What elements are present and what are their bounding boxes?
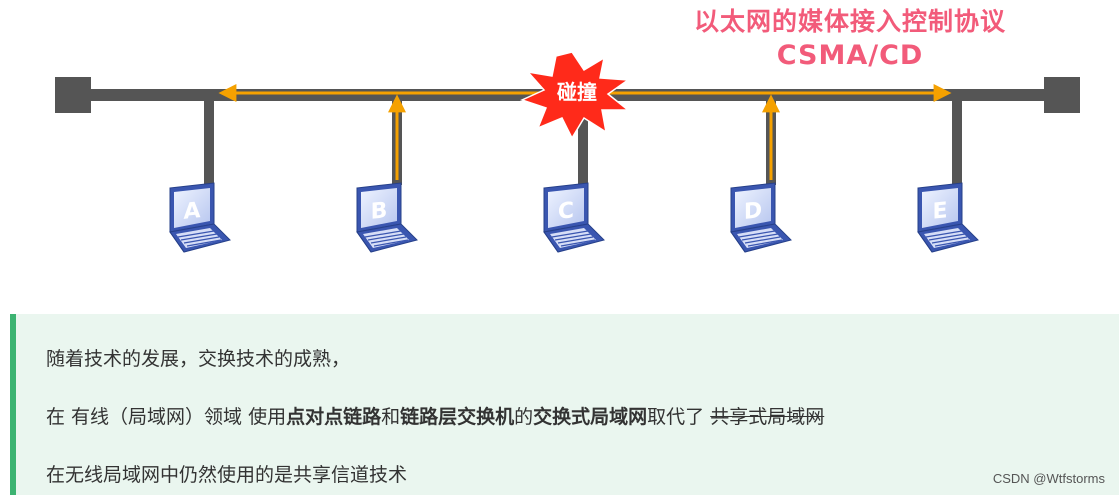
note-line-2: 在 有线（局域网）领域 使用点对点链路和链路层交换机的交换式局域网取代了 共享式… — [46, 402, 824, 429]
drop-cable-a — [204, 95, 214, 185]
note-line-2-part-4: 取代了 — [647, 406, 711, 428]
host-label-e: E — [932, 198, 947, 225]
note-panel: 随着技术的发展，交换技术的成熟， 在 有线（局域网）领域 使用点对点链路和链路层… — [10, 314, 1119, 495]
collision-label: 碰撞 — [557, 80, 597, 104]
note-panel-accent-bar — [10, 314, 16, 495]
term-point-to-point-link: 点对点链路 — [286, 406, 382, 428]
laptop-c-icon: C — [543, 182, 605, 253]
bus-terminator-left — [55, 77, 91, 113]
diagram-title: 以太网的媒体接入控制协议 — [693, 7, 1006, 36]
term-switched-lan: 交换式局域网 — [533, 406, 648, 428]
note-line-2-part-2: 和 — [381, 406, 401, 428]
term-link-layer-switch: 链路层交换机 — [400, 406, 515, 428]
diagram-subtitle: CSMA/CD — [776, 40, 924, 71]
bus-terminator-right — [1044, 77, 1080, 113]
host-label-a: A — [183, 198, 200, 225]
laptop-d-icon: D — [730, 182, 792, 253]
note-line-2-part-3: 的 — [514, 406, 534, 428]
note-line-1: 随着技术的发展，交换技术的成熟， — [46, 348, 351, 370]
host-label-d: D — [744, 198, 762, 225]
laptop-b-icon: B — [356, 182, 418, 253]
watermark: CSDN @Wtfstorms — [992, 471, 1105, 486]
laptop-e-icon: E — [917, 182, 979, 253]
note-line-2-part-1: 在 有线（局域网）领域 使用 — [46, 406, 287, 428]
host-label-b: B — [371, 198, 388, 225]
drop-cable-c — [578, 95, 588, 185]
host-label-c: C — [558, 198, 574, 225]
csma-cd-diagram: 碰撞 A B C D E — [55, 51, 1080, 253]
note-line-3: 在无线局域网中仍然使用的是共享信道技术 — [46, 464, 408, 486]
collision-burst-icon — [519, 51, 631, 140]
drop-cable-e — [952, 95, 962, 185]
laptop-a-icon: A — [169, 182, 231, 253]
term-shared-lan-struck: 共享式局域网 — [710, 406, 825, 428]
